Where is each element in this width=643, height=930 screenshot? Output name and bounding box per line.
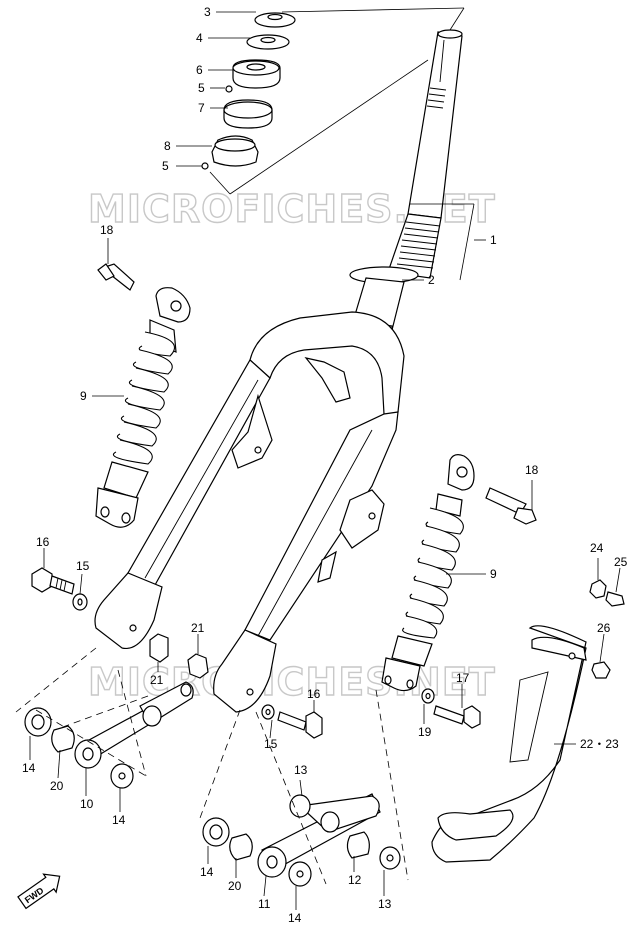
callout-2: 2 [428,273,435,287]
callout-3: 3 [204,5,211,19]
callout-20-bottom: 20 [228,879,242,893]
callout-16-left: 16 [36,535,50,549]
callout-labels: 3 4 6 5 7 8 5 1 2 18 9 18 9 24 25 16 15 … [22,5,628,925]
callout-9-right: 9 [490,567,497,581]
callout-15-center: 15 [264,737,278,751]
callout-7: 7 [198,101,205,115]
left-linkage [24,681,194,789]
leader-lines [29,11,621,910]
callout-22-23: 22・23 [580,737,619,751]
callout-26: 26 [597,621,611,635]
fork-guard [431,625,587,863]
callout-8: 8 [164,139,171,153]
callout-14-bottom-b: 14 [288,911,302,925]
callout-15-left: 15 [76,559,90,573]
callout-11: 11 [258,897,271,911]
callout-5-lower: 5 [162,159,169,173]
callout-13-lower: 13 [378,897,392,911]
callout-21-upper: 21 [191,621,205,635]
callout-14-left-a: 14 [22,761,36,775]
callout-18-left: 18 [100,223,114,237]
callout-12: 12 [348,873,362,887]
callout-18-right: 18 [525,463,539,477]
callout-20-left: 20 [50,779,64,793]
callout-14-bottom-a: 14 [200,865,214,879]
callout-13-upper: 13 [294,763,308,777]
callout-25: 25 [614,555,628,569]
callout-1: 1 [490,233,497,247]
hardware [31,567,625,739]
fwd-arrow-icon: FWD [17,873,61,910]
callout-24: 24 [590,541,604,555]
bearing-stack [201,7,465,195]
left-shock [95,263,191,528]
callout-16-center: 16 [307,687,321,701]
callout-9-left: 9 [80,389,87,403]
callout-21-lower: 21 [150,673,164,687]
right-shock [381,454,537,692]
steering-stem [337,29,463,343]
callout-14-left-b: 14 [112,813,126,827]
callout-19: 19 [418,725,432,739]
callout-10: 10 [80,797,94,811]
callout-17: 17 [456,671,470,685]
assembly-lines [15,647,409,885]
callout-5-upper: 5 [198,81,205,95]
callout-6: 6 [196,63,203,77]
callout-4: 4 [196,31,203,45]
bottom-linkage [202,793,401,887]
front-fork [94,311,405,713]
